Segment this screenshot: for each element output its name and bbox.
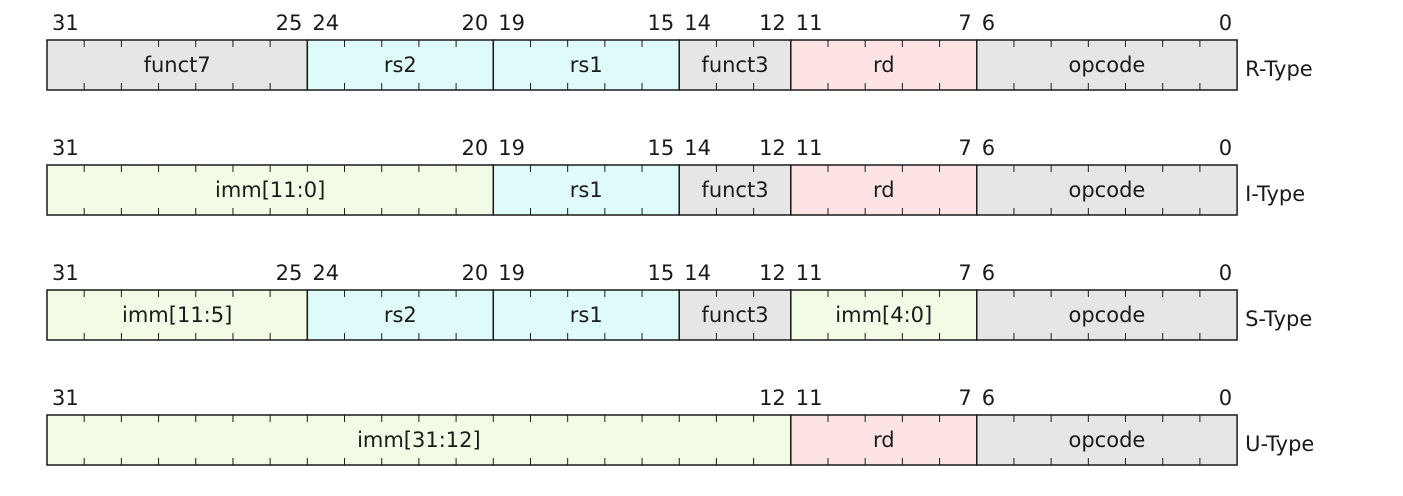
field-name: opcode — [1069, 178, 1146, 202]
format-row-u-type: imm[31:12] 31 12 rd 11 7 opcode 6 0U-Type — [46, 386, 1314, 466]
bit-number-low: 15 — [647, 261, 674, 285]
bit-number-low: 15 — [647, 136, 674, 160]
field-name: imm[4:0] — [835, 303, 932, 327]
bit-number-high: 6 — [982, 136, 995, 160]
field-name: rd — [873, 53, 895, 77]
bit-number-high: 24 — [312, 261, 339, 285]
field-name: imm[11:0] — [215, 178, 325, 202]
bit-number-low: 12 — [759, 261, 786, 285]
bit-number-high: 14 — [684, 11, 711, 35]
bit-number-high: 19 — [498, 11, 525, 35]
bit-number-high: 11 — [796, 136, 823, 160]
format-type-label: R-Type — [1245, 57, 1313, 81]
bit-number-low: 20 — [462, 11, 489, 35]
format-row-s-type: imm[11:5] 31 25 rs2 24 20 rs1 19 15 funct3 14 12 imm… — [46, 261, 1312, 341]
field-name: funct7 — [144, 53, 211, 77]
bit-number-high: 6 — [982, 261, 995, 285]
field-box — [492, 39, 680, 91]
field-box — [46, 39, 309, 91]
field-box — [976, 414, 1238, 466]
field-box — [46, 289, 309, 341]
bit-number-low: 7 — [958, 386, 971, 410]
field-name: rs2 — [384, 303, 417, 327]
field-name: opcode — [1069, 53, 1146, 77]
field-box — [46, 414, 792, 466]
field-name: rs1 — [570, 303, 603, 327]
bit-number-low: 7 — [958, 261, 971, 285]
bit-number-high: 19 — [498, 261, 525, 285]
bit-number-low: 25 — [276, 11, 303, 35]
bit-number-high: 31 — [52, 11, 79, 35]
format-row-i-type: imm[11:0] 31 20 rs1 19 15 funct3 14 12 rd 11 7 opcod… — [46, 136, 1305, 216]
bit-number-high: 31 — [52, 261, 79, 285]
format-type-label: U-Type — [1245, 432, 1314, 456]
bit-number-low: 20 — [462, 136, 489, 160]
bit-number-high: 6 — [982, 11, 995, 35]
field-box — [790, 164, 978, 216]
field-name: imm[31:12] — [357, 428, 481, 452]
bit-number-low: 15 — [647, 11, 674, 35]
field-box — [976, 39, 1238, 91]
field-name: opcode — [1069, 303, 1146, 327]
field-name: opcode — [1069, 428, 1146, 452]
bit-number-low: 7 — [958, 11, 971, 35]
field-name: rs1 — [570, 178, 603, 202]
bit-number-low: 25 — [276, 261, 303, 285]
field-name: funct3 — [701, 53, 768, 77]
field-name: rs1 — [570, 53, 603, 77]
field-box — [492, 164, 680, 216]
bit-number-low: 0 — [1219, 11, 1232, 35]
bit-number-low: 12 — [759, 136, 786, 160]
field-name: rd — [873, 428, 895, 452]
field-box — [790, 289, 978, 341]
bit-number-low: 20 — [462, 261, 489, 285]
bit-number-high: 11 — [796, 11, 823, 35]
field-box — [976, 164, 1238, 216]
format-type-label: I-Type — [1245, 182, 1305, 206]
field-box — [976, 289, 1238, 341]
bit-number-high: 31 — [52, 136, 79, 160]
field-name: funct3 — [701, 303, 768, 327]
bit-number-high: 14 — [684, 136, 711, 160]
field-box — [306, 289, 495, 341]
field-name: imm[11:5] — [122, 303, 232, 327]
bit-number-low: 0 — [1219, 136, 1232, 160]
field-box — [306, 39, 495, 91]
format-type-label: S-Type — [1245, 307, 1312, 331]
bit-number-high: 31 — [52, 386, 79, 410]
bit-number-low: 0 — [1219, 386, 1232, 410]
format-row-r-type: funct7 31 25 rs2 24 20 rs1 19 15 funct3 14 12 rd 11 7 o… — [46, 11, 1313, 91]
field-box — [678, 164, 792, 216]
field-name: rd — [873, 178, 895, 202]
field-box — [678, 289, 792, 341]
field-name: rs2 — [384, 53, 417, 77]
bit-number-high: 19 — [498, 136, 525, 160]
bit-number-high: 14 — [684, 261, 711, 285]
field-box — [790, 39, 978, 91]
field-name: funct3 — [701, 178, 768, 202]
bit-number-low: 12 — [759, 11, 786, 35]
bit-number-high: 11 — [796, 261, 823, 285]
bit-number-low: 12 — [759, 386, 786, 410]
field-box — [678, 39, 792, 91]
bit-number-high: 11 — [796, 386, 823, 410]
bit-number-low: 0 — [1219, 261, 1232, 285]
bit-number-low: 7 — [958, 136, 971, 160]
field-box — [46, 164, 495, 216]
bit-number-high: 24 — [312, 11, 339, 35]
bit-number-high: 6 — [982, 386, 995, 410]
